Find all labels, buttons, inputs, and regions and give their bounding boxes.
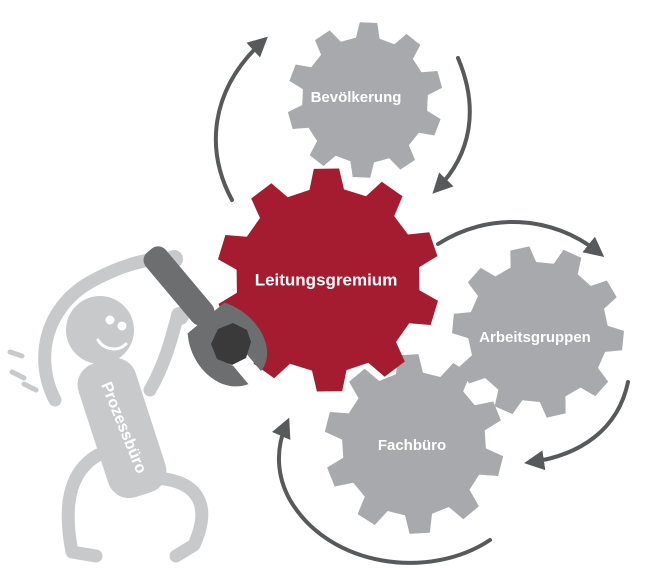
- wrench: [143, 246, 268, 387]
- figure-body: [77, 357, 167, 499]
- motion-line: [21, 381, 39, 393]
- arrow-to-arbeitsgruppen: [436, 220, 605, 258]
- gear-arbeitsgruppen-label: Arbeitsgruppen: [479, 329, 591, 346]
- figure-eye: [117, 321, 127, 331]
- wrench-head: [187, 302, 268, 387]
- gear-leitungsgremium-label: Leitungsgremium: [255, 270, 398, 289]
- gear-bevoelkerung-shape: [287, 22, 443, 178]
- gear-bevoelkerung: Bevölkerung: [287, 22, 443, 178]
- wrench-handle: [143, 246, 215, 326]
- figure-left-leg: [61, 448, 105, 563]
- wrench-bolt: [211, 323, 251, 365]
- figure-eye: [105, 315, 115, 325]
- gear-fachbuero: Fachbüro: [324, 354, 504, 534]
- prozessbuero-figure: Prozessbüro: [7, 250, 209, 563]
- gear-fachbuero-label: Fachbüro: [378, 437, 446, 454]
- gear-leitungsgremium-shape: [218, 168, 438, 392]
- gear-bevoelkerung-label: Bevölkerung: [311, 89, 402, 106]
- arrow-from-fachbuero: [272, 417, 492, 565]
- cycle-arrows: [213, 36, 630, 565]
- gear-leitungsgremium: Leitungsgremium: [218, 168, 438, 392]
- gear-fachbuero-shape: [324, 354, 504, 534]
- arrow-to-bevoelkerung: [213, 36, 268, 202]
- figure-right-arm: [143, 307, 185, 397]
- gear-arbeitsgruppen-shape: [452, 246, 624, 418]
- motion-line: [7, 349, 25, 359]
- figure-head: [66, 296, 134, 364]
- arrow-arbeitsgruppen-to-fachbuero: [524, 380, 630, 471]
- arrow-from-bevoelkerung: [432, 56, 472, 194]
- gear-arbeitsgruppen: Arbeitsgruppen: [452, 246, 624, 418]
- motion-line: [9, 369, 27, 381]
- figure-smile: [96, 338, 128, 351]
